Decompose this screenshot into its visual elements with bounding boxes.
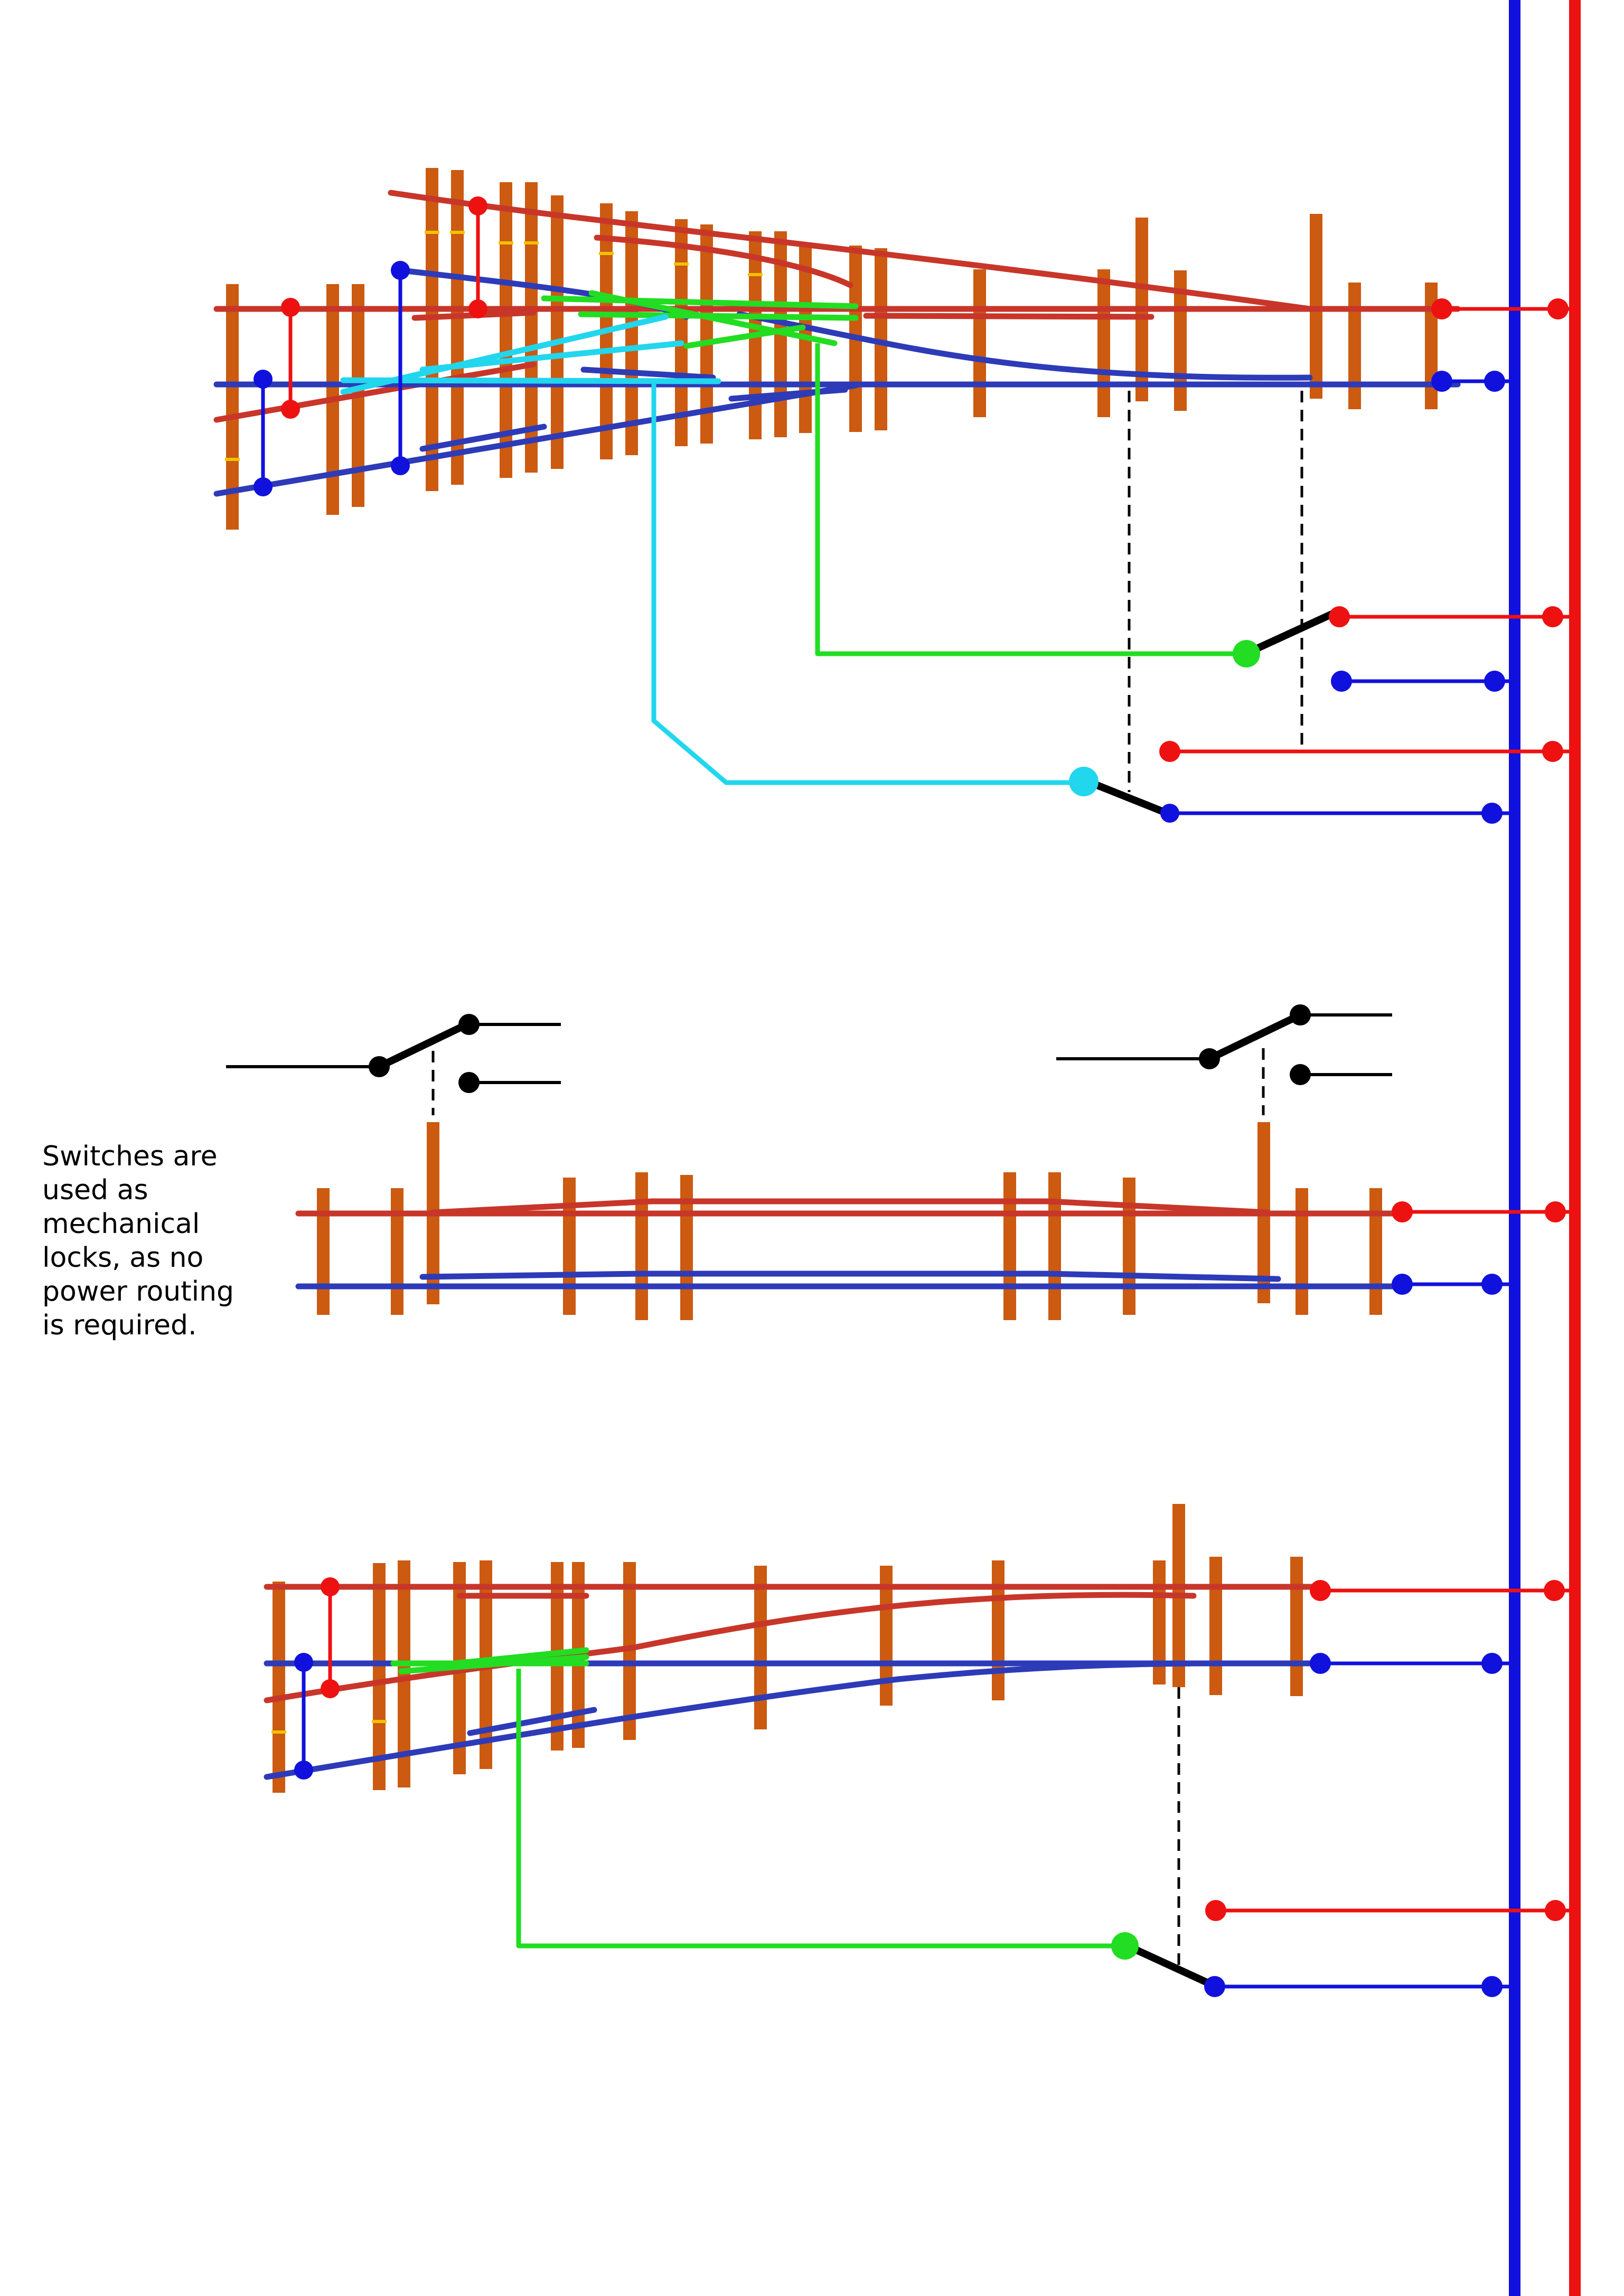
switch-green-top [1233, 606, 1575, 692]
section-double-turnout [213, 168, 1575, 824]
lock-switch-left [226, 1014, 561, 1093]
section-lock-switches [226, 1004, 1575, 1320]
sleepers-top [226, 168, 1438, 530]
rails-bottom [264, 1584, 1318, 1780]
switch-cyan-top [1069, 741, 1575, 824]
sleepers-middle [317, 1122, 1382, 1320]
droppers-bottom [294, 1577, 340, 1780]
droppers-top [254, 196, 487, 496]
rails-top [213, 190, 1461, 497]
lock-switch-right [1056, 1004, 1392, 1085]
section-single-turnout [264, 1504, 1575, 1997]
frog-feed-green-top [815, 343, 1247, 656]
frog-feed-green-bottom [516, 1669, 1125, 1949]
switch-green-bottom [1111, 1900, 1575, 1997]
rails-middle [295, 1198, 1403, 1290]
frog-feed-cyan-top [651, 383, 1085, 785]
explanatory-note: Switches are used as mechanical locks, a… [42, 1141, 234, 1341]
sleeper-marks-bottom [271, 1585, 1304, 1734]
